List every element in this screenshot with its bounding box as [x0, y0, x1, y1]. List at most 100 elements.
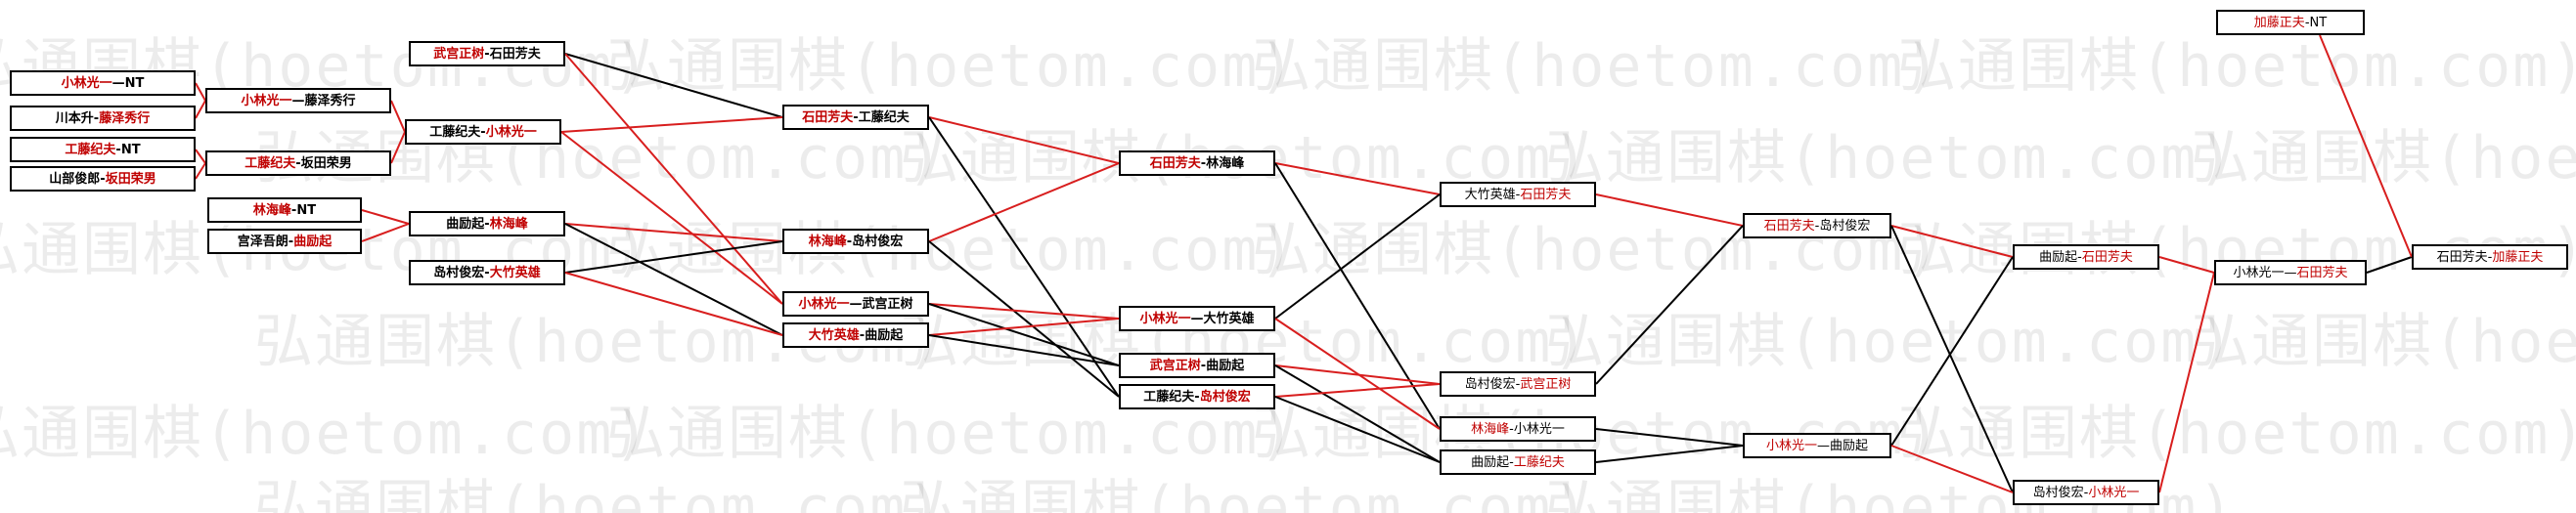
match-n25[interactable]: 石田芳夫-岛村俊宏	[1743, 213, 1891, 238]
player-2: NT	[124, 75, 145, 91]
match-n28[interactable]: 岛村俊宏-小林光一	[2013, 480, 2159, 505]
match-n01[interactable]: 小林光一—NT	[10, 70, 196, 96]
match-n12[interactable]: 岛村俊宏-大竹英雄	[409, 260, 565, 285]
player-1: 林海峰	[808, 234, 847, 249]
edge-n12-n16	[564, 272, 783, 336]
match-n13[interactable]: 石田芳夫-工藤纪夫	[782, 105, 929, 130]
match-n02[interactable]: 川本升-藤泽秀行	[10, 106, 196, 131]
separator: -	[484, 216, 490, 232]
match-n17[interactable]: 石田芳夫-林海峰	[1119, 150, 1275, 176]
match-n09[interactable]: 工藤纪夫-坂田荣男	[205, 150, 391, 176]
match-n30[interactable]: 加藤正夫-NT	[2216, 10, 2365, 35]
player-2: 小林光一	[2088, 485, 2140, 500]
edge-n13-n17	[928, 116, 1120, 164]
match-n03[interactable]: 工藤纪夫-NT	[10, 137, 196, 162]
edge-n22-n25	[1595, 225, 1744, 385]
match-n24[interactable]: 曲励起-工藤纪夫	[1440, 449, 1596, 475]
player-1: 岛村俊宏	[2032, 485, 2084, 500]
edge-n20-n22	[1274, 383, 1441, 398]
watermark-line: 弘通围棋(hoetom.com)	[900, 474, 1590, 513]
match-n16[interactable]: 大竹英雄-曲励起	[782, 322, 929, 348]
match-n29[interactable]: 小林光一—石田芳夫	[2214, 260, 2367, 285]
player-1: 工藤纪夫	[65, 142, 116, 157]
separator: -	[93, 110, 100, 126]
edge-n16-n18	[928, 318, 1120, 336]
separator: —	[1817, 438, 1830, 453]
watermark-line: 弘通围棋(hoetom.com)	[2191, 124, 2576, 192]
player-1: 岛村俊宏	[1464, 376, 1516, 392]
match-n15[interactable]: 小林光一—武宫正树	[782, 291, 929, 317]
separator: -	[1509, 421, 1514, 437]
player-1: 山部俊郎	[49, 171, 101, 187]
edge-n30-n31	[2319, 34, 2413, 258]
player-2: 岛村俊宏	[852, 234, 904, 249]
player-2: 曲励起	[293, 234, 333, 249]
edge-n17-n23	[1274, 162, 1441, 430]
match-n05[interactable]: 林海峰-NT	[207, 197, 362, 223]
match-n10[interactable]: 工藤纪夫-小林光一	[405, 119, 561, 145]
player-2: 武宫正树	[1520, 376, 1572, 392]
player-1: 大竹英雄	[1464, 187, 1516, 202]
separator: -	[1814, 218, 1820, 234]
edge-n10-n15	[560, 131, 783, 305]
player-2: 岛村俊宏	[1819, 218, 1871, 234]
player-1: 曲励起	[1471, 454, 1510, 470]
match-n27[interactable]: 曲励起-石田芳夫	[2013, 244, 2159, 270]
player-2: 工藤纪夫	[858, 109, 910, 125]
edge-n25-n27	[1890, 225, 2014, 258]
match-n07[interactable]: 武宫正树-石田芳夫	[409, 41, 565, 66]
player-2: 曲励起	[1830, 438, 1869, 453]
watermark-line: 弘通围棋(hoetom.com)	[0, 400, 651, 468]
edge-n19-n24	[1274, 364, 1441, 463]
match-n20[interactable]: 工藤纪夫-岛村俊宏	[1119, 384, 1275, 409]
match-n18[interactable]: 小林光一—大竹英雄	[1119, 306, 1275, 331]
player-1: 小林光一	[61, 75, 112, 91]
separator: -	[100, 171, 106, 187]
match-n21[interactable]: 大竹英雄-石田芳夫	[1440, 182, 1596, 207]
match-n26[interactable]: 小林光一—曲励起	[1743, 433, 1891, 458]
edge-n17-n21	[1274, 162, 1441, 195]
separator: —	[849, 296, 863, 312]
match-n19[interactable]: 武宫正树-曲励起	[1119, 353, 1275, 378]
edge-n25-n28	[1890, 225, 2014, 493]
player-2: 岛村俊宏	[1199, 389, 1251, 405]
edge-n26-n28	[1890, 445, 2014, 493]
edge-n06-n11	[361, 223, 410, 242]
player-2: 石田芳夫	[1520, 187, 1572, 202]
match-n23[interactable]: 林海峰-小林光一	[1440, 416, 1596, 442]
edge-n01-n08	[195, 82, 206, 102]
edge-n14-n20	[928, 240, 1120, 398]
player-2: 石田芳夫	[2081, 249, 2133, 265]
player-1: 工藤纪夫	[244, 155, 296, 171]
separator: -	[290, 202, 297, 218]
player-2: NT	[120, 142, 141, 157]
player-1: 小林光一	[241, 93, 292, 108]
player-2: 坂田荣男	[300, 155, 352, 171]
edge-n11-n14	[564, 223, 783, 242]
match-n04[interactable]: 山部俊郎-坂田荣男	[10, 166, 196, 192]
edge-n19-n22	[1274, 364, 1441, 385]
player-2: NT	[2309, 15, 2328, 30]
player-2: 小林光一	[485, 124, 537, 140]
match-n31[interactable]: 石田芳夫-加藤正夫	[2412, 244, 2568, 270]
separator: -	[484, 46, 490, 62]
separator: -	[115, 142, 121, 157]
match-n08[interactable]: 小林光一—藤泽秀行	[205, 88, 391, 113]
player-1: 曲励起	[446, 216, 485, 232]
match-n14[interactable]: 林海峰-岛村俊宏	[782, 229, 929, 254]
edge-n27-n29	[2158, 256, 2215, 274]
match-n06[interactable]: 宫泽吾朗-曲励起	[207, 229, 362, 254]
watermark-line: 弘通围棋(hoetom.com)	[1545, 308, 2236, 376]
edge-n08-n10	[390, 100, 406, 133]
player-1: 工藤纪夫	[1143, 389, 1195, 405]
edge-n09-n10	[390, 131, 406, 164]
watermark-line: 弘通围棋(hoetom.com)	[2191, 308, 2576, 376]
match-n11[interactable]: 曲励起-林海峰	[409, 211, 565, 236]
player-1: 大竹英雄	[808, 327, 860, 343]
match-n22[interactable]: 岛村俊宏-武宫正树	[1440, 371, 1596, 397]
player-1: 小林光一	[1139, 311, 1191, 326]
edge-n13-n20	[928, 116, 1120, 398]
separator: —	[291, 93, 305, 108]
player-1: 曲励起	[2039, 249, 2078, 265]
edge-n20-n24	[1274, 396, 1441, 463]
